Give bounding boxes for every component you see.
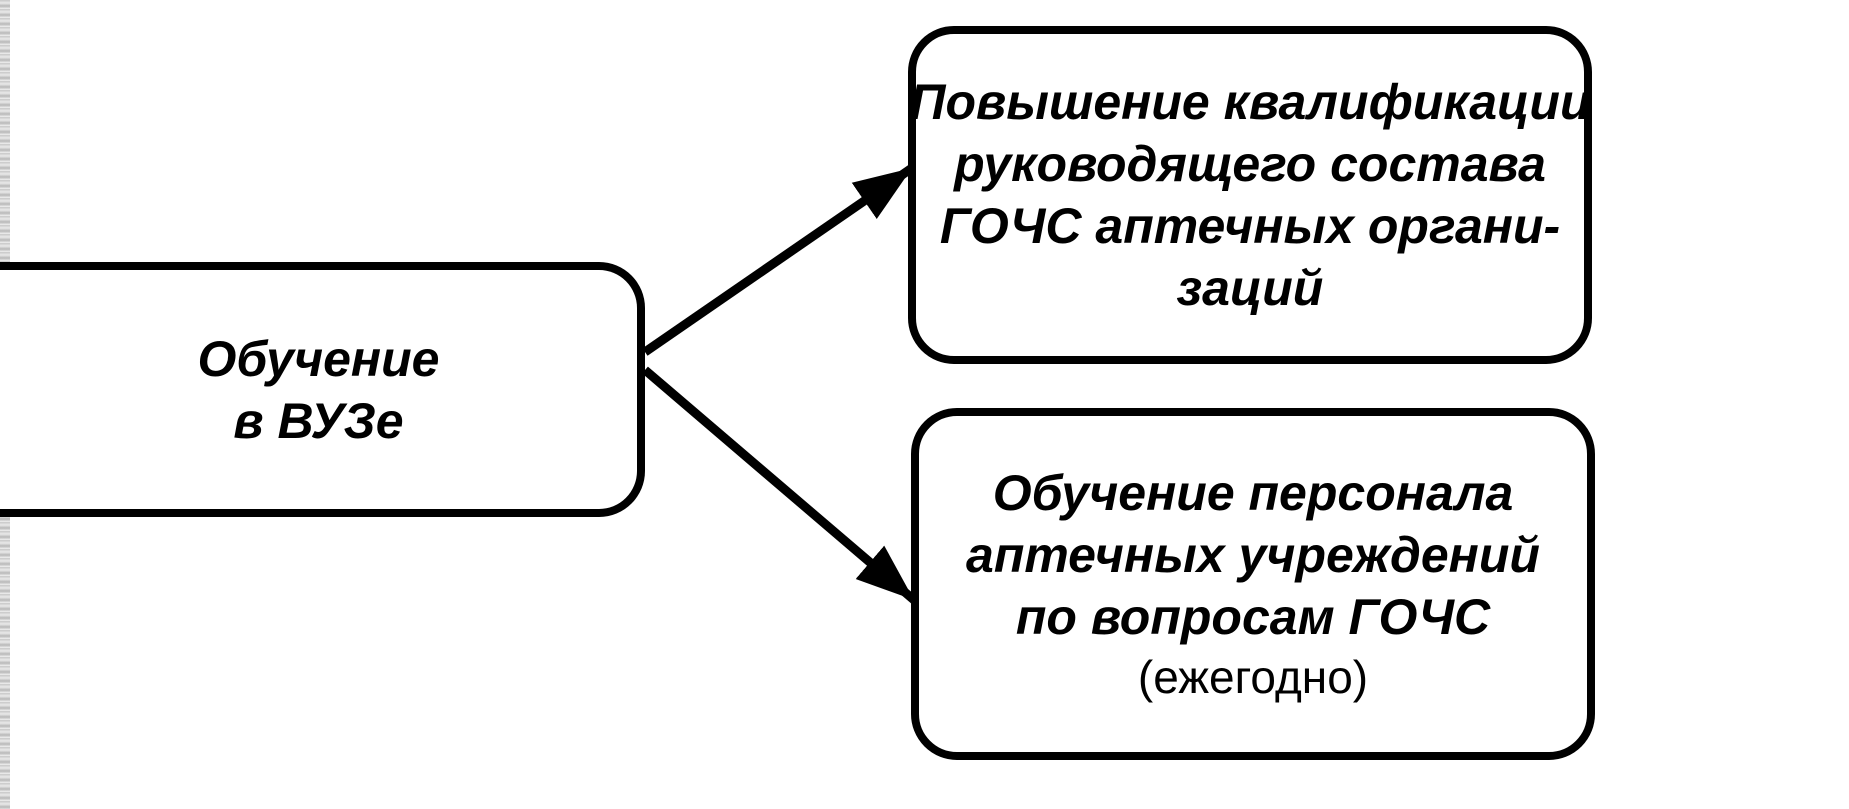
qualification-line-3: ГОЧС аптечных органи- <box>939 198 1561 254</box>
qualification-line-2: руководящего состава <box>954 136 1546 192</box>
staff-line-3: по вопросам ГОЧС <box>1015 589 1491 645</box>
staff-line-1: Обучение персонала <box>992 465 1514 521</box>
qualification-box: Повышение квалификации руководящего сост… <box>908 26 1592 364</box>
arrow-to-staff-training <box>642 366 917 604</box>
staff-training-box: Обучение персонала аптечных учреждений п… <box>911 408 1595 760</box>
university-training-box: Обучение в ВУЗе <box>0 262 645 517</box>
source-line-2: в ВУЗе <box>233 392 404 449</box>
qualification-line-4: заций <box>1176 260 1324 316</box>
arrow-to-qualification <box>642 164 915 356</box>
staff-note: (ежегодно) <box>1137 651 1369 703</box>
source-line-1: Обучение <box>197 330 440 387</box>
qualification-line-1: Повышение квалификации <box>909 74 1591 130</box>
staff-line-2: аптечных учреждений <box>966 527 1540 583</box>
